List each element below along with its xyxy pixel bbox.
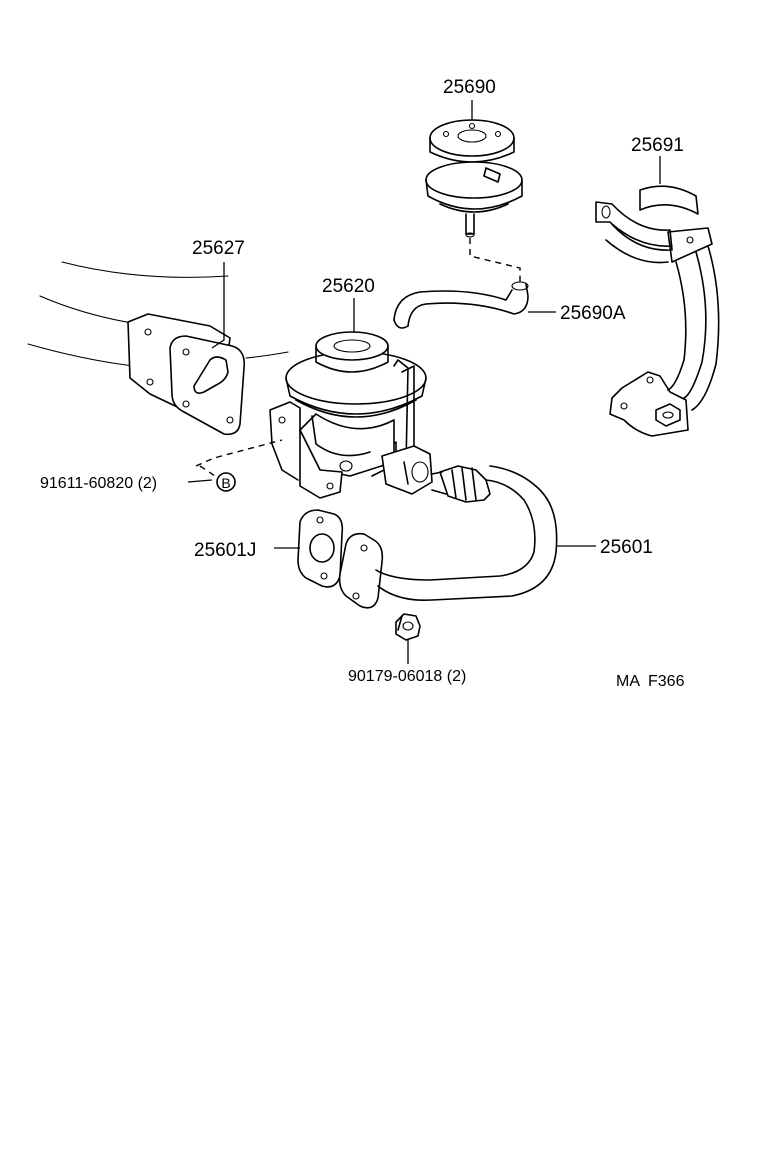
figure-code: MA F366 (616, 673, 685, 690)
nut[interactable] (395, 613, 421, 641)
gasket-plate[interactable] (127, 313, 246, 436)
label-25620: 25620 (322, 276, 375, 297)
label-bolt: 91611-60820 (2) (40, 475, 157, 492)
pipe-gasket[interactable] (297, 509, 344, 588)
label-25601j: 25601J (194, 540, 256, 561)
label-25601: 25601 (600, 537, 653, 558)
callout-b: B (216, 472, 236, 492)
egr-valve[interactable] (269, 331, 433, 499)
label-25691: 25691 (631, 135, 684, 156)
label-25690: 25690 (443, 77, 496, 98)
callout-b-letter: B (221, 475, 230, 491)
label-25690a: 25690A (560, 303, 626, 324)
vsv-hose-connection (469, 238, 521, 282)
label-25627: 25627 (192, 238, 245, 259)
egr-pipe[interactable] (338, 465, 558, 609)
leader-lines (187, 100, 661, 664)
bracket[interactable] (595, 185, 720, 437)
vacuum-hose[interactable] (393, 281, 529, 329)
label-nut: 90179-06018 (2) (348, 668, 466, 685)
vsv-modulator[interactable] (425, 119, 523, 238)
